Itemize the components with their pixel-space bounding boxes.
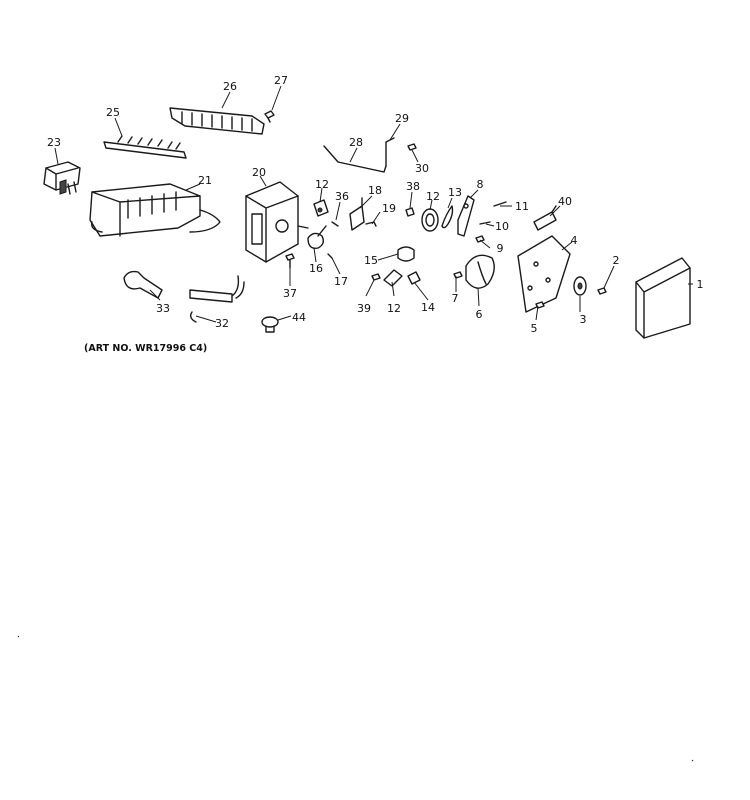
callout-29: 29 — [395, 112, 409, 125]
leader-lines — [54, 85, 693, 323]
callout-13: 13 — [448, 186, 462, 199]
callout-27: 27 — [274, 74, 288, 87]
callout-32: 32 — [215, 317, 229, 330]
part-32 — [189, 275, 245, 303]
part-11 — [493, 201, 507, 207]
callout-25: 25 — [106, 106, 120, 119]
callout-36: 36 — [335, 190, 349, 203]
callout-6: 6 — [476, 308, 483, 321]
callout-18: 18 — [368, 184, 382, 197]
part-18 — [349, 197, 365, 231]
part-12a — [313, 199, 329, 217]
part-36 — [331, 221, 339, 227]
part-44 — [261, 316, 279, 333]
part-21 — [89, 183, 221, 237]
callout-33: 33 — [156, 302, 170, 315]
callout-20: 20 — [252, 166, 266, 179]
callout-38: 38 — [406, 180, 420, 193]
callout-26: 26 — [223, 80, 237, 93]
part-26 — [169, 107, 265, 135]
callout-12-b: 12 — [426, 190, 440, 203]
part-12b — [421, 208, 439, 232]
art-number-caption: (ART NO. WR17996 C4) — [84, 343, 207, 354]
callout-19: 19 — [382, 202, 396, 215]
callout-40: 40 — [558, 195, 572, 208]
callout-1: 1 — [697, 278, 704, 291]
callout-21: 21 — [198, 174, 212, 187]
callout-10: 10 — [495, 220, 509, 233]
part-4 — [517, 235, 571, 313]
callout-7: 7 — [452, 292, 459, 305]
part-25 — [103, 135, 187, 159]
part-38 — [405, 207, 415, 217]
callout-8: 8 — [477, 178, 484, 191]
callout-39: 39 — [357, 302, 371, 315]
callout-12-c: 12 — [387, 302, 401, 315]
part-29 — [385, 137, 395, 167]
part-6 — [465, 254, 495, 289]
callout-11: 11 — [515, 200, 529, 213]
part-28 — [323, 145, 387, 173]
callout-30: 30 — [415, 162, 429, 175]
part-27 — [264, 110, 275, 123]
part-7 — [453, 271, 463, 279]
callout-labels: 26 27 25 23 21 20 28 29 30 12 36 18 19 3… — [47, 74, 704, 335]
callout-15: 15 — [364, 254, 378, 267]
callout-14: 14 — [421, 301, 435, 314]
callout-28: 28 — [349, 136, 363, 149]
part-37 — [285, 253, 295, 269]
callout-5: 5 — [531, 322, 538, 335]
callout-37: 37 — [283, 287, 297, 300]
callout-4: 4 — [571, 234, 578, 247]
part-33 — [123, 270, 163, 299]
part-8 — [457, 195, 475, 237]
part-40 — [533, 205, 557, 231]
callout-3: 3 — [580, 313, 587, 326]
part-13 — [441, 205, 454, 229]
part-30 — [407, 143, 417, 151]
part-32-clip — [189, 311, 197, 323]
callout-17: 17 — [334, 275, 348, 288]
callout-23: 23 — [47, 136, 61, 149]
part-20 — [245, 181, 309, 263]
part-39 — [371, 273, 381, 281]
part-9 — [475, 235, 485, 243]
callout-12-a: 12 — [315, 178, 329, 191]
part-3 — [573, 276, 587, 296]
part-5 — [535, 301, 545, 309]
part-12c — [383, 269, 403, 287]
callout-44: 44 — [292, 311, 306, 324]
part-14 — [407, 271, 421, 285]
callout-9: 9 — [497, 242, 504, 255]
part-2 — [597, 287, 607, 295]
callout-16: 16 — [309, 262, 323, 275]
part-23 — [43, 161, 81, 195]
part-19 — [365, 221, 377, 227]
part-1 — [635, 257, 691, 339]
part-10 — [479, 221, 491, 225]
edge-marks — [17, 635, 694, 762]
part-15 — [397, 246, 415, 262]
callout-2: 2 — [613, 254, 620, 267]
part-17 — [327, 253, 333, 259]
part-16 — [307, 225, 327, 249]
